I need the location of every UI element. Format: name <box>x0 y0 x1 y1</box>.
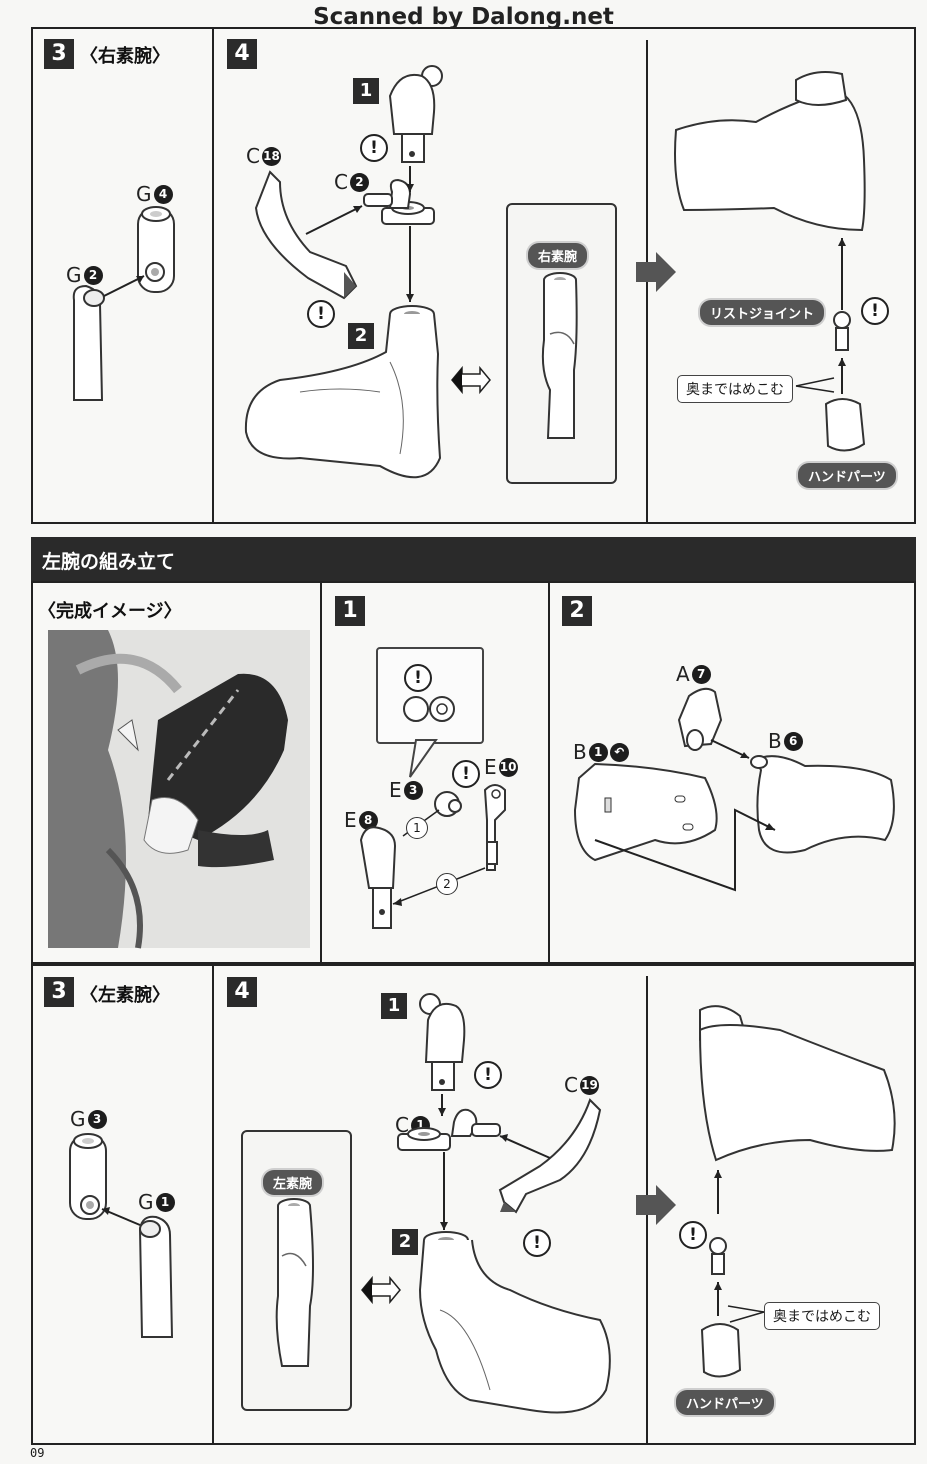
divider <box>212 964 214 1445</box>
arm-assembly-drawing <box>244 65 491 479</box>
polycap-detail-drawing <box>403 696 455 778</box>
step-number-3: 3 <box>44 977 74 1007</box>
callout-push-in: 奥まではめこむ <box>764 1302 880 1330</box>
pill-hand-parts: ハンドパーツ <box>798 463 896 488</box>
completed-image-illustration <box>48 630 310 949</box>
order-mark-2: 2 <box>436 873 458 895</box>
forearm-assembly-drawing <box>573 687 895 892</box>
upper-arm-part-drawing <box>69 1133 174 1338</box>
page-number: 09 <box>30 1446 45 1460</box>
arm-assembly-drawing <box>361 993 611 1414</box>
sub-step-1: 1 <box>353 78 379 104</box>
step-label-right-arm: 〈右素腕〉 <box>80 46 170 67</box>
step-number-1: 1 <box>335 596 365 626</box>
left-arm-reference-drawing <box>275 1198 314 1367</box>
pill-right-arm: 右素腕 <box>528 243 588 268</box>
step-number-4: 4 <box>227 977 257 1007</box>
caution-icon: ! <box>474 1061 502 1089</box>
hand-assembly-drawing <box>674 71 866 452</box>
arrow-right-icon <box>636 252 676 292</box>
step-label-left-arm: 〈左素腕〉 <box>80 985 170 1006</box>
step-number-4: 4 <box>227 39 257 69</box>
shoulder-parts-drawing <box>359 784 506 929</box>
upper-arm-part-drawing <box>72 206 175 401</box>
pill-left-arm: 左素腕 <box>263 1170 323 1195</box>
watermark: Scanned by Dalong.net <box>313 4 614 30</box>
divider <box>320 581 322 964</box>
caution-icon: ! <box>360 134 388 162</box>
divider <box>212 27 214 524</box>
arrow-right-icon <box>636 1185 676 1225</box>
step-number-2: 2 <box>562 596 592 626</box>
caution-icon: ! <box>861 297 889 325</box>
right-arm-reference-drawing <box>541 272 578 439</box>
pill-hand-parts: ハンドパーツ <box>676 1390 774 1415</box>
caution-icon: ! <box>307 300 335 328</box>
caution-icon: ! <box>452 760 480 788</box>
order-mark-1: 1 <box>406 817 428 839</box>
sub-step-1: 1 <box>381 993 407 1019</box>
section-title: 左腕の組み立て <box>42 551 176 573</box>
caution-icon: ! <box>404 664 432 692</box>
top-panel-frame <box>31 27 916 524</box>
pill-wrist-joint: リストジョイント <box>700 300 825 325</box>
sub-step-2: 2 <box>392 1229 418 1255</box>
caution-icon: ! <box>523 1229 551 1257</box>
divider <box>548 581 550 964</box>
section-title-bar: 左腕の組み立て <box>31 537 916 581</box>
callout-push-in: 奥まではめこむ <box>677 375 793 403</box>
caution-icon: ! <box>679 1221 707 1249</box>
sub-step-2: 2 <box>348 323 374 349</box>
step-number-3: 3 <box>44 39 74 69</box>
hand-assembly-drawing <box>698 1005 896 1378</box>
completed-image-title: 〈完成イメージ〉 <box>38 601 182 622</box>
